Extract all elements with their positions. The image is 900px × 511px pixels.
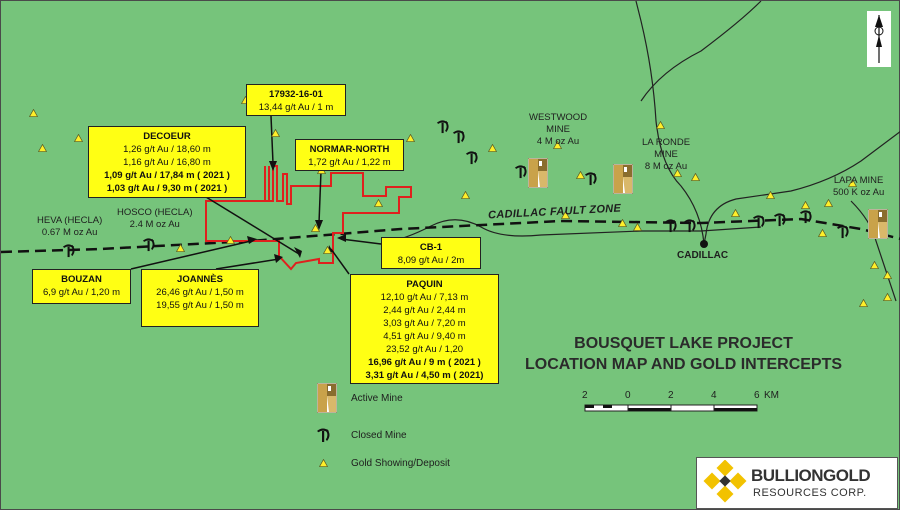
- logo-company-subtitle: RESOURCES CORP.: [753, 487, 867, 499]
- legend-active-mine-icon: [317, 383, 337, 413]
- scale-tick-label: 2: [668, 390, 674, 401]
- map-title: BOUSQUET LAKE PROJECT LOCATION MAP AND G…: [525, 335, 843, 373]
- cadillac-town-label: CADILLAC: [677, 250, 729, 261]
- legend-active-mine-label: Active Mine: [351, 393, 403, 404]
- intercept-box-cb1: CB-1 8,09 g/t Au / 2m: [381, 237, 481, 269]
- company-logo: BULLIONGOLD RESOURCES CORP.: [696, 457, 898, 509]
- scale-tick-label: 4: [711, 390, 717, 401]
- intercept-box-paquin: PAQUIN 12,10 g/t Au / 7,13 m 2,44 g/t Au…: [350, 274, 499, 384]
- scale-tick-label: 6: [754, 390, 760, 401]
- leader-lines: [130, 115, 382, 275]
- scale-tick-label: 0: [625, 390, 631, 401]
- legend-closed-mine-icon: [317, 428, 330, 442]
- legend-gold-showing-label: Gold Showing/Deposit: [351, 458, 450, 469]
- intercept-box-joannes: JOANNÈS 26,46 g/t Au / 1,50 m 19,55 g/t …: [141, 269, 259, 327]
- legend-gold-showing-icon: [319, 459, 328, 467]
- property-outline: [205, 165, 412, 271]
- scale-tick-label: 2: [582, 390, 588, 401]
- intercept-box-bouzan: BOUZAN 6,9 g/t Au / 1,20 m: [32, 269, 131, 304]
- intercept-box-17932: 17932-16-01 13,44 g/t Au / 1 m: [246, 84, 346, 116]
- heva-mine-label: HEVA (HECLA)0.67 M oz Au: [37, 215, 103, 238]
- scale-unit-label: KM: [764, 390, 779, 401]
- leader-arrowheads: [247, 161, 346, 263]
- cadillac-town-marker: [700, 240, 708, 248]
- intercept-box-decoeur: DECOEUR 1,26 g/t Au / 18,60 m 1,16 g/t A…: [88, 126, 246, 198]
- logo-mark-icon: [703, 460, 747, 503]
- legend-closed-mine-label: Closed Mine: [351, 430, 407, 441]
- hosco-mine-label: HOSCO (HECLA)2.4 M oz Au: [117, 207, 193, 230]
- scale-bar: [584, 404, 758, 412]
- intercept-box-normar-north: NORMAR-NORTH 1,72 g/t Au / 1,22 m: [295, 139, 404, 171]
- north-arrow-icon: [867, 11, 891, 67]
- logo-company-name: BULLIONGOLD: [751, 466, 871, 485]
